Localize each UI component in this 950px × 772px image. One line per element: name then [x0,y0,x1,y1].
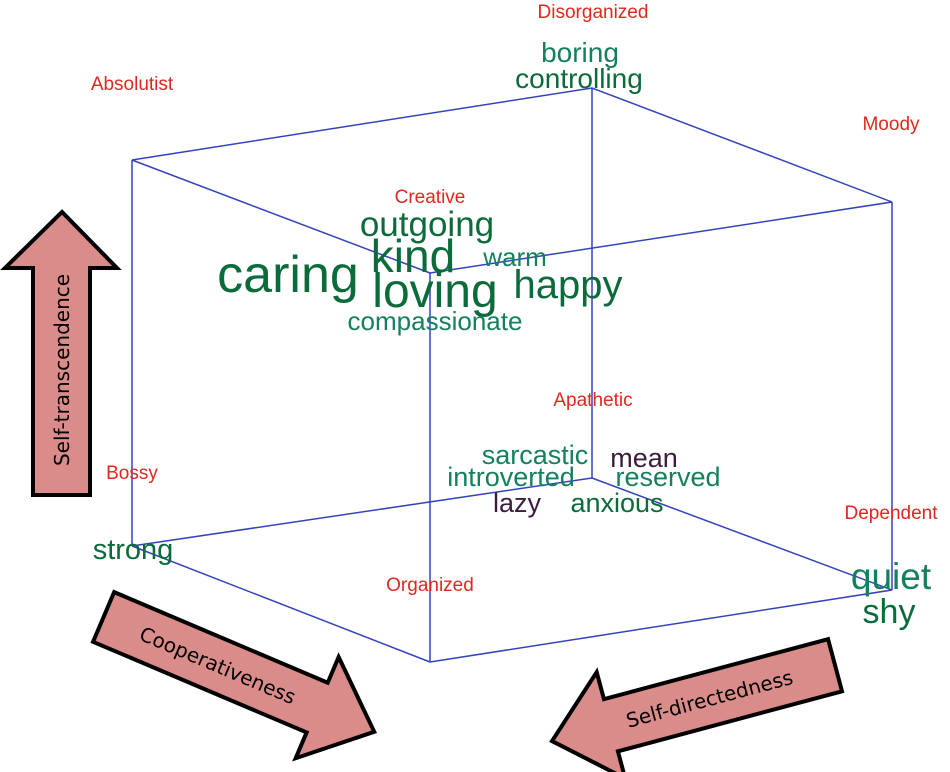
self-transcendence-arrow: Self-transcendence [0,209,122,497]
corner-label-absolutist: Absolutist [91,74,174,95]
word-strong: strong [93,534,174,566]
word-quiet: quiet [851,556,932,597]
word-lazy: lazy [493,488,542,518]
trait-words: boring controlling outgoing caring kind … [93,37,932,631]
self-directedness-arrow: Self-directedness [549,636,845,772]
word-mean: mean [610,443,678,473]
cube-back-top-edge [131,87,893,203]
cube-back-bottom-right-edge [591,477,893,591]
cooperativeness-arrow-shape [90,589,378,762]
cube-wireframe [131,87,893,663]
word-happy: happy [514,263,623,307]
corner-label-organized: Organized [386,575,474,596]
word-boring: boring [541,37,619,68]
cube-back-bottom-left-edge [131,477,593,547]
word-sarcastic: sarcastic [482,440,589,470]
word-introverted: introverted [447,462,575,492]
cube-front-top-right-edge [429,201,893,274]
cube-bottom-left-edge [131,545,431,663]
word-controlling: controlling [515,63,643,94]
word-kind: kind [371,230,455,282]
corner-label-apathetic: Apathetic [553,390,632,411]
cube-bottom-right-edge [429,589,893,663]
word-outgoing: outgoing [360,205,494,244]
word-warm: warm [482,242,547,272]
corner-label-dependent: Dependent [845,503,939,524]
self-directedness-arrow-shape [549,636,845,772]
word-anxious: anxious [570,488,663,518]
corner-label-moody: Moody [862,114,920,135]
corner-label-creative: Creative [395,187,466,208]
cube-front-top-left-edge [131,159,431,274]
corner-label-disorganized: Disorganized [538,2,649,23]
corner-label-bossy: Bossy [106,463,158,484]
self-transcendence-label: Self-transcendence [50,274,74,466]
word-loving: loving [372,265,497,318]
word-caring: caring [217,246,359,304]
word-compassionate: compassionate [348,306,523,336]
word-reserved: reserved [615,462,720,492]
cooperativeness-arrow: Cooperativeness [90,589,378,762]
corner-labels: Disorganized Absolutist Moody Creative A… [91,2,938,596]
self-transcendence-arrow-shape [0,209,122,497]
word-shy: shy [863,593,916,631]
